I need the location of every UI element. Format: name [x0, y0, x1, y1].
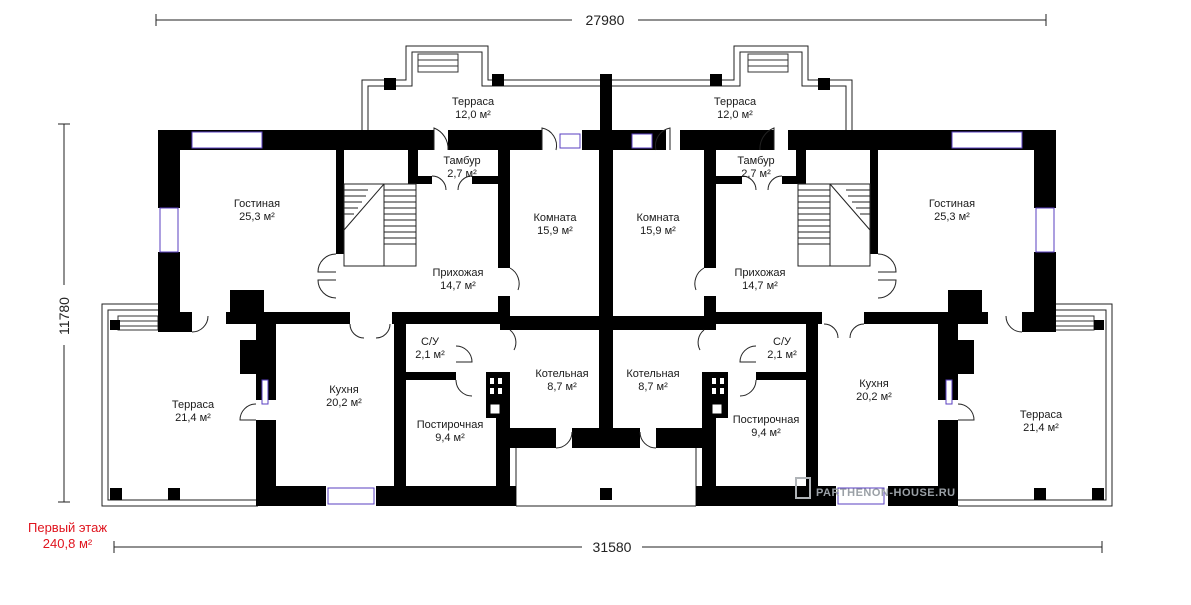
dimension-left-label: 11780	[56, 297, 72, 335]
room-name: Терраса	[1020, 409, 1063, 421]
room-name: Терраса	[714, 96, 757, 108]
room-area: 2,1 м²	[415, 349, 445, 361]
room-area: 21,4 м²	[1023, 422, 1059, 434]
room-area: 21,4 м²	[175, 412, 211, 424]
room-area: 20,2 м²	[856, 391, 892, 403]
boiler-chimneys	[486, 372, 728, 418]
dimension-top-label: 27980	[586, 12, 625, 28]
room-name: Гостиная	[234, 198, 280, 210]
room-name: Терраса	[452, 96, 495, 108]
watermark-text: PARTHENON-HOUSE.RU	[816, 487, 956, 499]
floor-summary: Первый этаж 240,8 м²	[28, 520, 107, 552]
room-area: 2,7 м²	[447, 168, 477, 180]
room-area: 2,1 м²	[767, 349, 797, 361]
room-name: С/У	[421, 336, 440, 348]
terrace-columns	[110, 74, 1104, 500]
windows	[159, 131, 1055, 505]
dimension-top	[155, 14, 1047, 26]
room-name: Котельная	[535, 368, 588, 380]
room-name: Гостиная	[929, 198, 975, 210]
room-area: 8,7 м²	[638, 381, 668, 393]
room-area: 8,7 м²	[547, 381, 577, 393]
room-name: Комната	[533, 212, 577, 224]
room-name: Терраса	[172, 399, 215, 411]
room-name: Кухня	[329, 384, 358, 396]
dimension-bottom-label: 31580	[593, 539, 632, 555]
stairs-right	[797, 183, 871, 267]
room-area: 25,3 м²	[934, 211, 970, 223]
room-name: Постирочная	[733, 414, 800, 426]
room-area: 12,0 м²	[717, 109, 753, 121]
room-name: Кухня	[859, 378, 888, 390]
room-area: 9,4 м²	[435, 432, 465, 444]
room-area: 15,9 м²	[537, 225, 573, 237]
room-name: Комната	[636, 212, 680, 224]
room-area: 12,0 м²	[455, 109, 491, 121]
room-area: 25,3 м²	[239, 211, 275, 223]
room-area: 14,7 м²	[742, 280, 778, 292]
room-labels: Терраса 12,0 м² Терраса 12,0 м² Тамбур 2…	[172, 96, 1063, 444]
doors	[191, 127, 1023, 449]
dimension-bottom	[113, 541, 1103, 553]
room-name: Прихожая	[735, 267, 786, 279]
room-area: 20,2 м²	[326, 397, 362, 409]
room-name: Постирочная	[417, 419, 484, 431]
room-name: Прихожая	[433, 267, 484, 279]
terrace-outlines	[101, 45, 1113, 507]
watermark: PARTHENON-HOUSE.RU	[795, 477, 956, 499]
floor-title: Первый этаж	[28, 520, 108, 535]
room-area: 15,9 м²	[640, 225, 676, 237]
walls	[158, 86, 1056, 506]
room-name: С/У	[773, 336, 792, 348]
floor-area: 240,8 м²	[42, 536, 93, 551]
room-area: 14,7 м²	[440, 280, 476, 292]
room-name: Тамбур	[443, 155, 480, 167]
room-area: 9,4 м²	[751, 427, 781, 439]
stairs-left	[343, 183, 417, 267]
room-name: Котельная	[626, 368, 679, 380]
room-name: Тамбур	[737, 155, 774, 167]
dimension-left	[58, 123, 70, 503]
room-area: 2,7 м²	[741, 168, 771, 180]
